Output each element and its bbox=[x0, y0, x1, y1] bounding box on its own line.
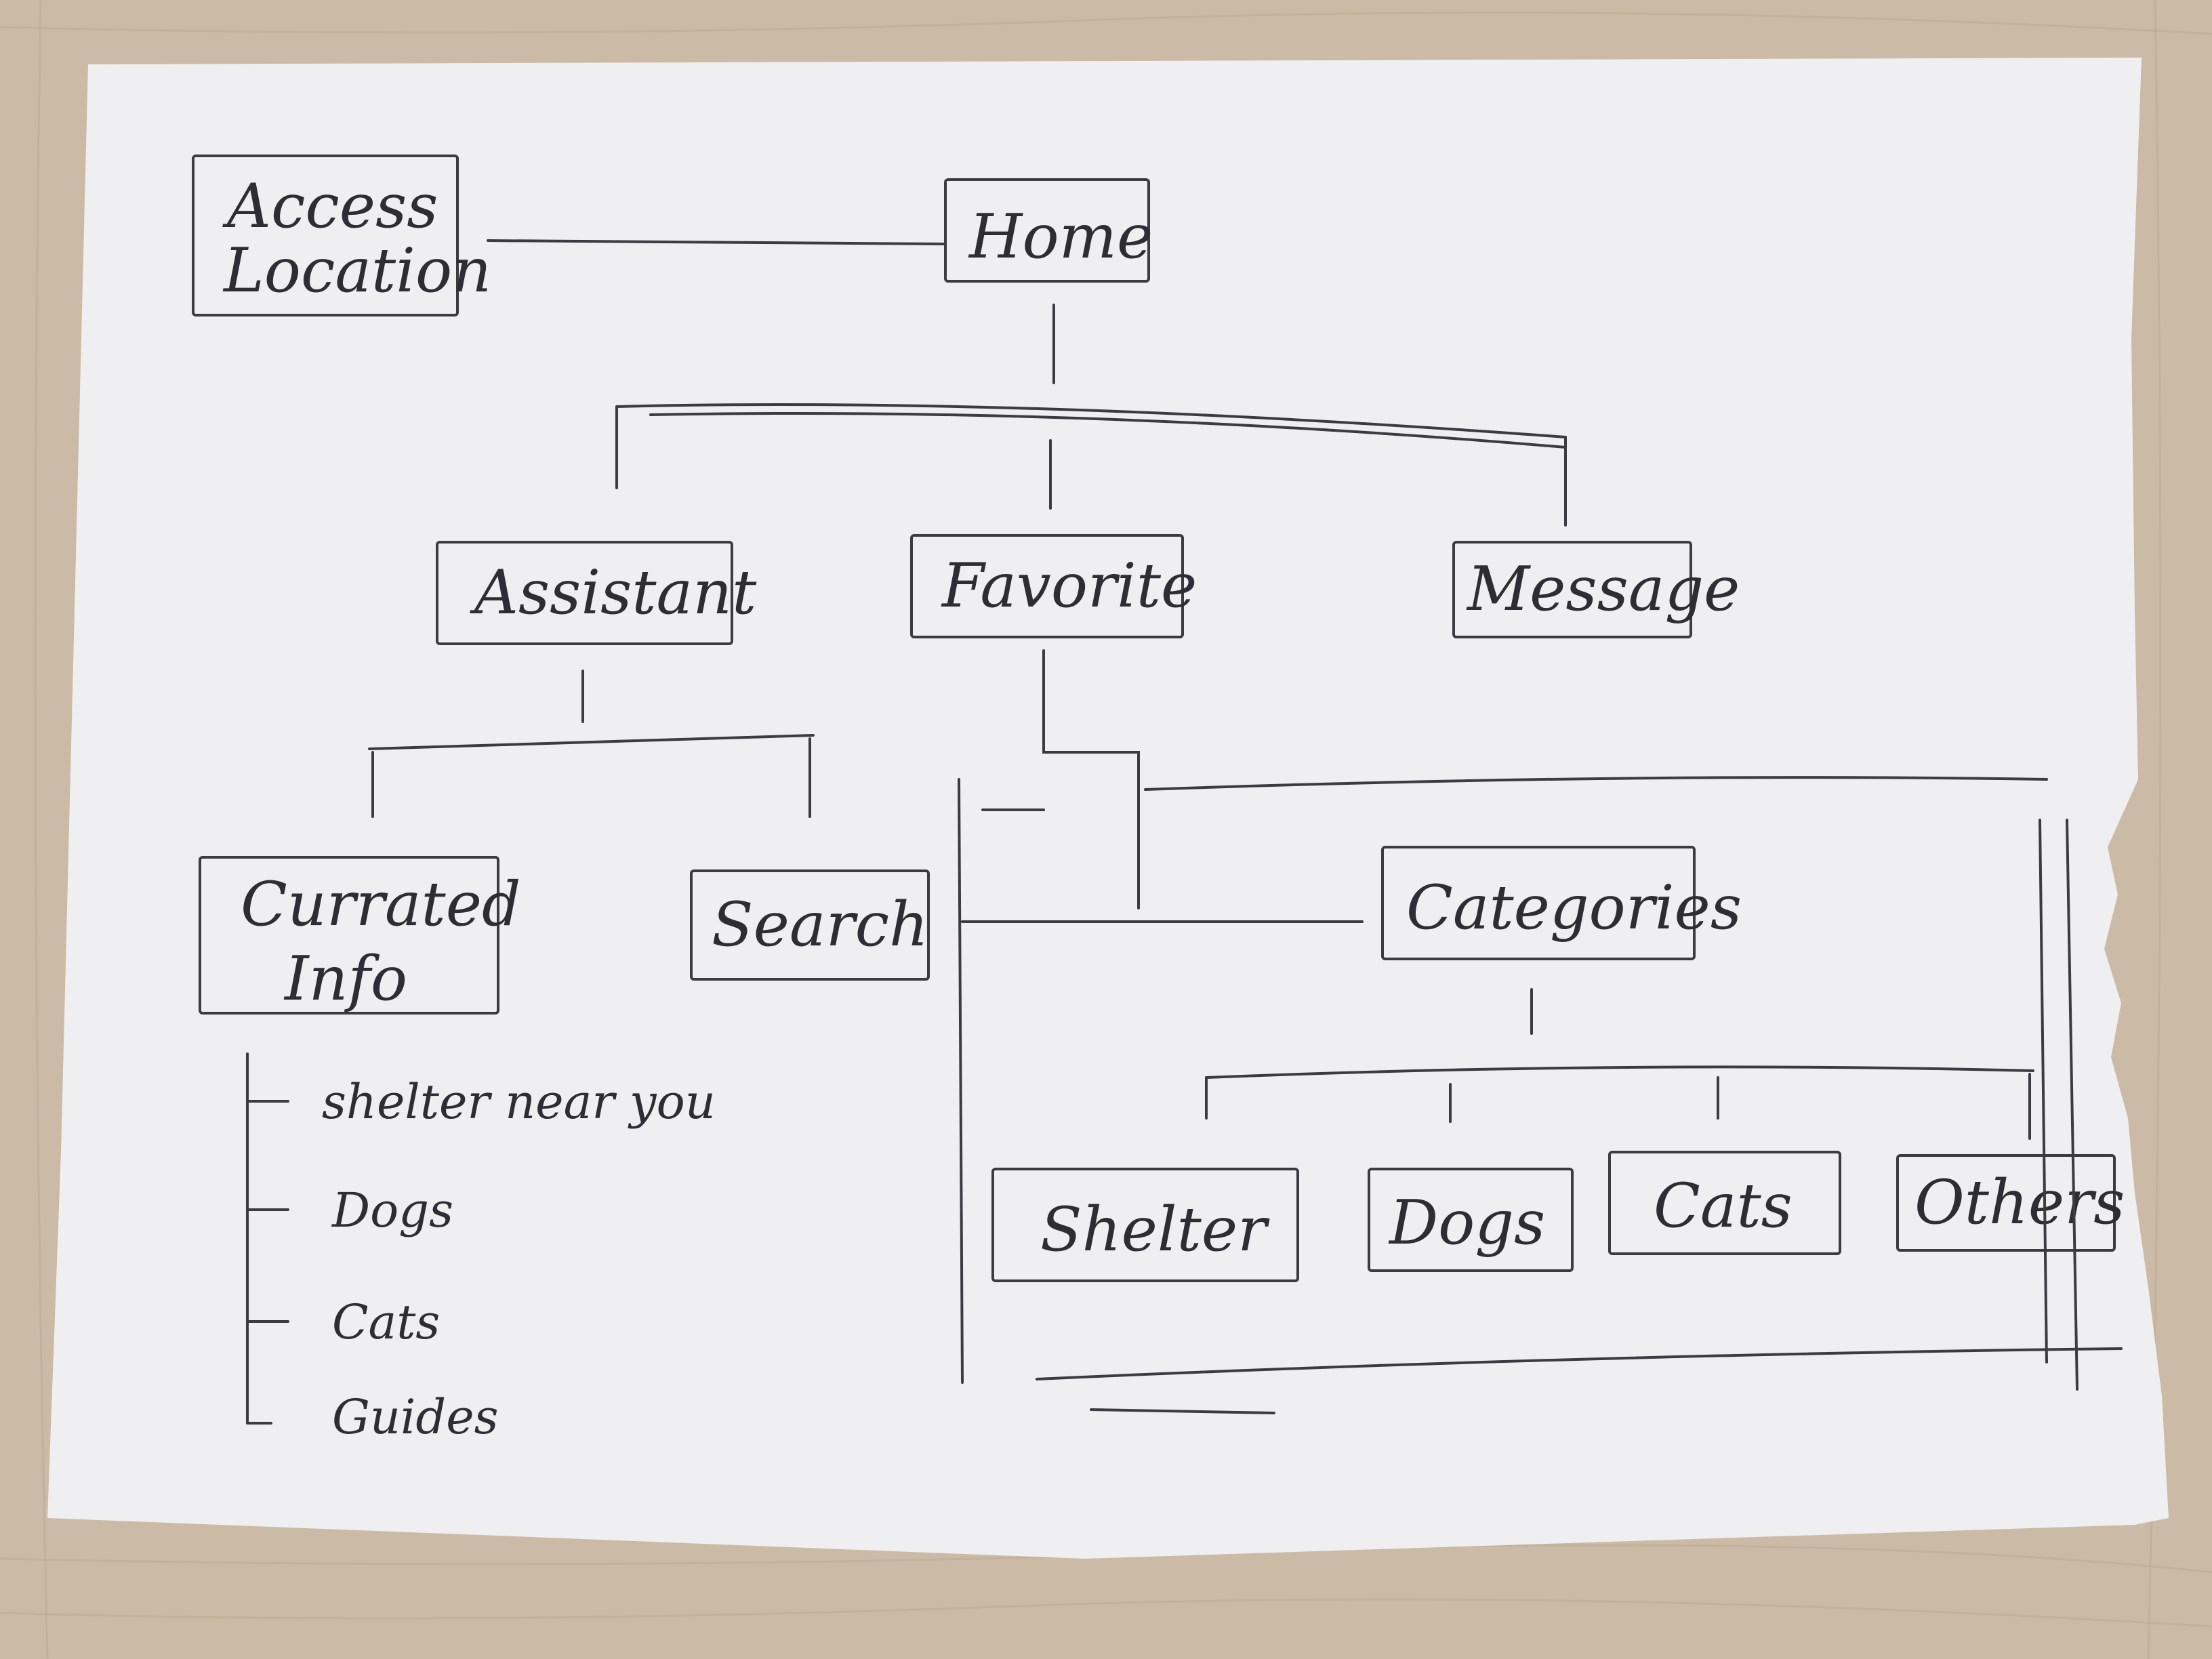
curated-list-item: Guides bbox=[332, 1389, 499, 1445]
node-categories: Categories bbox=[1381, 846, 1742, 960]
edge-categories-bus bbox=[1205, 1065, 2034, 1079]
curated-list: shelter near you Dogs Cats Guides bbox=[246, 1052, 716, 1445]
node-assistant-label: Assistant bbox=[470, 557, 757, 628]
node-dogs-label: Dogs bbox=[1388, 1187, 1545, 1258]
node-cats-label: Cats bbox=[1654, 1170, 1793, 1242]
node-favorite-label: Favorite bbox=[941, 550, 1197, 621]
edge-home-bus-2 bbox=[649, 412, 1567, 449]
paper-sheet bbox=[47, 58, 2169, 1559]
edge-assistant-bus bbox=[368, 734, 815, 750]
edge-favorite-categories bbox=[1042, 649, 1140, 909]
favorite-subtree-frame-right bbox=[2039, 819, 2048, 1364]
node-shelter: Shelter bbox=[991, 1168, 1299, 1282]
node-categories-label: Categories bbox=[1406, 872, 1742, 943]
edge-home-bus bbox=[615, 403, 1567, 438]
edges bbox=[368, 239, 2123, 1414]
curated-list-item: shelter near you bbox=[322, 1074, 716, 1130]
node-search-label: Search bbox=[712, 889, 928, 960]
node-message-label: Message bbox=[1466, 554, 1740, 625]
node-cats: Cats bbox=[1608, 1151, 1841, 1255]
edge-access-home bbox=[487, 239, 947, 245]
node-shelter-label: Shelter bbox=[1040, 1194, 1270, 1265]
node-search: Search bbox=[690, 869, 930, 981]
node-others: Others bbox=[1896, 1154, 2125, 1252]
favorite-subtree-frame-right-2 bbox=[2066, 819, 2078, 1391]
favorite-subtree-frame-left bbox=[958, 778, 964, 1384]
node-message: Message bbox=[1452, 541, 1740, 638]
node-assistant: Assistant bbox=[436, 541, 757, 645]
node-dogs: Dogs bbox=[1368, 1168, 1574, 1272]
curated-list-item: Cats bbox=[332, 1294, 440, 1350]
node-access-location: Access Location bbox=[192, 155, 491, 316]
node-access-location-line2: Location bbox=[222, 235, 491, 306]
node-curated-info-line2: Info bbox=[283, 943, 407, 1015]
curated-list-item: Dogs bbox=[331, 1183, 453, 1238]
node-home: Home bbox=[944, 178, 1153, 283]
node-others-label: Others bbox=[1914, 1167, 2125, 1238]
node-access-location-line1: Access bbox=[222, 171, 438, 242]
favorite-subtree-frame-bottom-2 bbox=[1090, 1408, 1275, 1414]
node-curated-info-line1: Currated bbox=[241, 869, 521, 940]
node-curated-info: Currated Info bbox=[199, 856, 521, 1015]
favorite-subtree-frame-bottom bbox=[1036, 1347, 2123, 1380]
favorite-subtree-frame-top bbox=[1144, 776, 2048, 791]
node-favorite: Favorite bbox=[910, 534, 1197, 638]
node-home-label: Home bbox=[968, 201, 1153, 272]
